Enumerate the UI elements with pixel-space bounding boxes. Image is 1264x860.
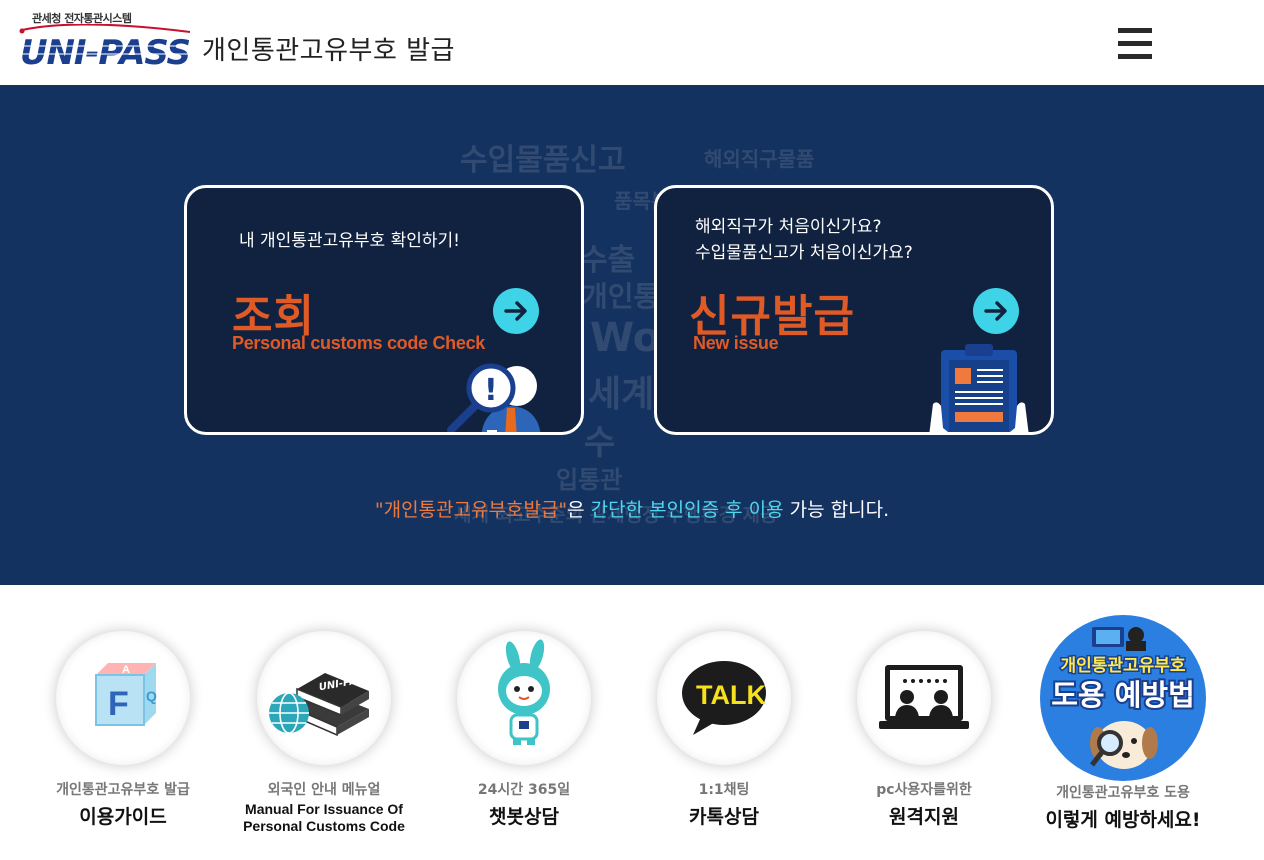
bg-word: 해외직구물품 bbox=[704, 147, 815, 171]
bg-word: 수 bbox=[584, 423, 616, 463]
magnifier-person-icon: ! bbox=[447, 363, 541, 432]
quick-link-label-line1: Manual For Issuance Of bbox=[245, 801, 403, 817]
bg-word: 세계 최고수준의 관세행정 수행환경 제공 bbox=[454, 504, 778, 526]
new-issue-question-line1: 해외직구가 처음이신가요? bbox=[695, 217, 882, 237]
quick-link-label: 원격지원 bbox=[889, 806, 959, 828]
new-issue-question-line2: 수입물품신고가 처음이신가요? bbox=[695, 243, 913, 263]
kakaotalk-icon: TALK bbox=[657, 631, 791, 765]
chatbot-rabbit-icon bbox=[457, 631, 591, 765]
quick-link-remote-support[interactable]: pc사용자를위한 원격지원 bbox=[834, 631, 1014, 829]
quick-link-caption: 1:1채팅 bbox=[698, 782, 750, 798]
quick-link-label: 챗봇상담 bbox=[489, 806, 559, 828]
svg-text:Q: Q bbox=[146, 688, 157, 704]
quick-link-kakaotalk[interactable]: TALK 1:1채팅 카톡상담 bbox=[634, 631, 814, 829]
new-issue-card[interactable]: 해외직구가 처음이신가요? 수입물품신고가 처음이신가요? 신규발급 New i… bbox=[654, 185, 1054, 435]
faq-cube-icon: F A Q bbox=[56, 631, 190, 765]
quick-link-caption: 개인통관고유부호 발급 bbox=[56, 782, 190, 798]
notice-part: 가능 합니다. bbox=[783, 499, 890, 521]
svg-text:UNI-PASS: UNI-PASS bbox=[20, 33, 190, 70]
svg-text:A: A bbox=[122, 664, 130, 676]
hamburger-menu-icon[interactable] bbox=[1118, 28, 1152, 60]
new-issue-question: 해외직구가 처음이신가요? 수입물품신고가 처음이신가요? bbox=[695, 214, 913, 266]
site-title: 개인통관고유부호 발급 bbox=[202, 36, 455, 66]
notice-emphasis: 간단한 본인인증 후 이용 bbox=[590, 499, 784, 521]
theft-prevention-dog-icon: 개인통관고유부호 도용 예방법 bbox=[1040, 615, 1206, 781]
quick-link-usage-guide[interactable]: F A Q 개인통관고유부호 발급 이용가이드 bbox=[33, 631, 213, 829]
logo-wordmark-icon: UNI-PASS bbox=[18, 24, 194, 70]
quick-link-label: 이용가이드 bbox=[79, 806, 167, 828]
svg-text:F: F bbox=[108, 685, 129, 723]
quick-link-label: 이렇게 예방하세요! bbox=[1045, 809, 1201, 831]
lookup-subtitle: Personal customs code Check bbox=[232, 333, 485, 353]
quick-link-caption: 24시간 365일 bbox=[477, 782, 571, 798]
talk-text: TALK bbox=[696, 680, 766, 710]
quick-link-label: 카톡상담 bbox=[689, 806, 759, 828]
new-issue-title: 신규발급 bbox=[689, 291, 855, 342]
notice-part: 은 bbox=[567, 499, 591, 521]
bg-word: 입통관 bbox=[556, 466, 623, 494]
notice-highlight: "개인통관고유부호발급" bbox=[374, 499, 568, 521]
arrow-right-icon[interactable] bbox=[493, 288, 539, 334]
new-issue-subtitle: New issue bbox=[693, 333, 779, 353]
bg-word: 세계 bbox=[588, 374, 655, 415]
arrow-right-icon[interactable] bbox=[973, 288, 1019, 334]
lookup-title: 조회 bbox=[232, 291, 315, 342]
manual-books-icon: UNI-PASS bbox=[257, 631, 391, 765]
lookup-question: 내 개인통관고유부호 확인하기! bbox=[239, 231, 460, 251]
bg-word: 수입물품신고 bbox=[460, 143, 626, 178]
bg-word: 수출 bbox=[580, 243, 636, 278]
quick-link-label-line2: Personal Customs Code bbox=[243, 818, 405, 834]
clipboard-document-icon bbox=[929, 344, 1029, 432]
lookup-card[interactable]: 내 개인통관고유부호 확인하기! 조회 Personal customs cod… bbox=[184, 185, 584, 435]
quick-link-foreigner-manual[interactable]: UNI-PASS 외국인 안내 메뉴얼 Manual For Issuance … bbox=[234, 631, 414, 835]
hero-banner: 수입물품신고 해외직구물품 품목분류사전심사 수출 개인통관 World 세계 … bbox=[0, 85, 1264, 585]
quick-link-caption: 외국인 안내 메뉴얼 bbox=[267, 782, 381, 798]
quick-link-theft-prevention[interactable]: 개인통관고유부호 도용 예방법 개인통관고유부호 도용 이렇게 예방하세요! bbox=[1033, 615, 1213, 832]
logo-subtitle: 관세청 전자통관시스템 bbox=[32, 12, 132, 25]
badge-line1: 개인통관고유부호 bbox=[1060, 656, 1185, 676]
quick-link-caption: pc사용자를위한 bbox=[876, 782, 972, 798]
notice-text: "개인통관고유부호발급"은 간단한 본인인증 후 이용 가능 합니다. bbox=[0, 495, 1264, 522]
quick-links: F A Q 개인통관고유부호 발급 이용가이드 UNI-PASS bbox=[0, 585, 1264, 860]
uni-pass-logo[interactable]: 관세청 전자통관시스템 UNI-PASS bbox=[18, 10, 194, 72]
remote-support-monitor-icon bbox=[857, 631, 991, 765]
badge-line2: 도용 예방법 bbox=[1051, 678, 1195, 712]
quick-link-label: Manual For Issuance Of Personal Customs … bbox=[234, 801, 414, 835]
quick-link-caption: 개인통관고유부호 도용 bbox=[1056, 785, 1190, 801]
svg-text:!: ! bbox=[484, 373, 498, 408]
quick-link-chatbot[interactable]: 24시간 365일 챗봇상담 bbox=[434, 631, 614, 829]
header: 관세청 전자통관시스템 UNI-PASS 개인통관고유부호 발급 bbox=[0, 0, 1264, 85]
